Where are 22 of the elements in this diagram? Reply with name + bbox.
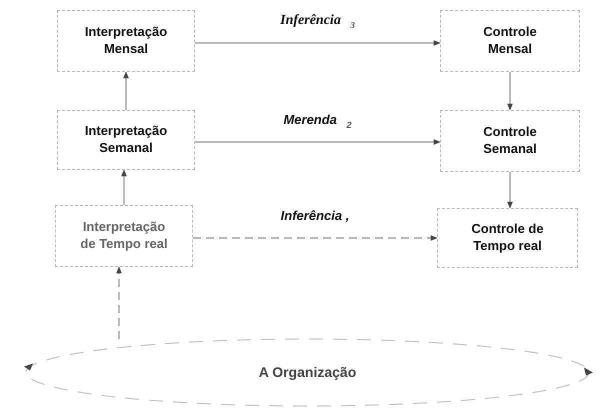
arrow xyxy=(192,235,438,241)
process-box xyxy=(440,10,580,72)
arrow xyxy=(123,71,129,110)
node-label: Interpretação Mensal xyxy=(84,24,168,58)
arrow xyxy=(121,169,127,206)
arrow xyxy=(116,266,122,340)
node-label: Controle Mensal xyxy=(482,24,538,58)
arrow xyxy=(194,139,441,145)
process-box xyxy=(57,10,195,72)
node-label: A Organização xyxy=(258,363,356,382)
arrow xyxy=(507,72,513,111)
node-label: Controle Semanal xyxy=(482,124,538,158)
process-box xyxy=(57,110,195,170)
arrow xyxy=(194,40,441,46)
node-label: Controle de Tempo real xyxy=(470,221,545,255)
process-box xyxy=(440,110,580,172)
arrow xyxy=(507,172,513,209)
node-label: Interpretação Semanal xyxy=(84,123,168,157)
node-label: Interpretação de Tempo real xyxy=(79,219,169,253)
process-box xyxy=(437,208,578,268)
process-box xyxy=(55,205,193,267)
edge-label: Inferência $_{3}$ xyxy=(277,13,358,30)
